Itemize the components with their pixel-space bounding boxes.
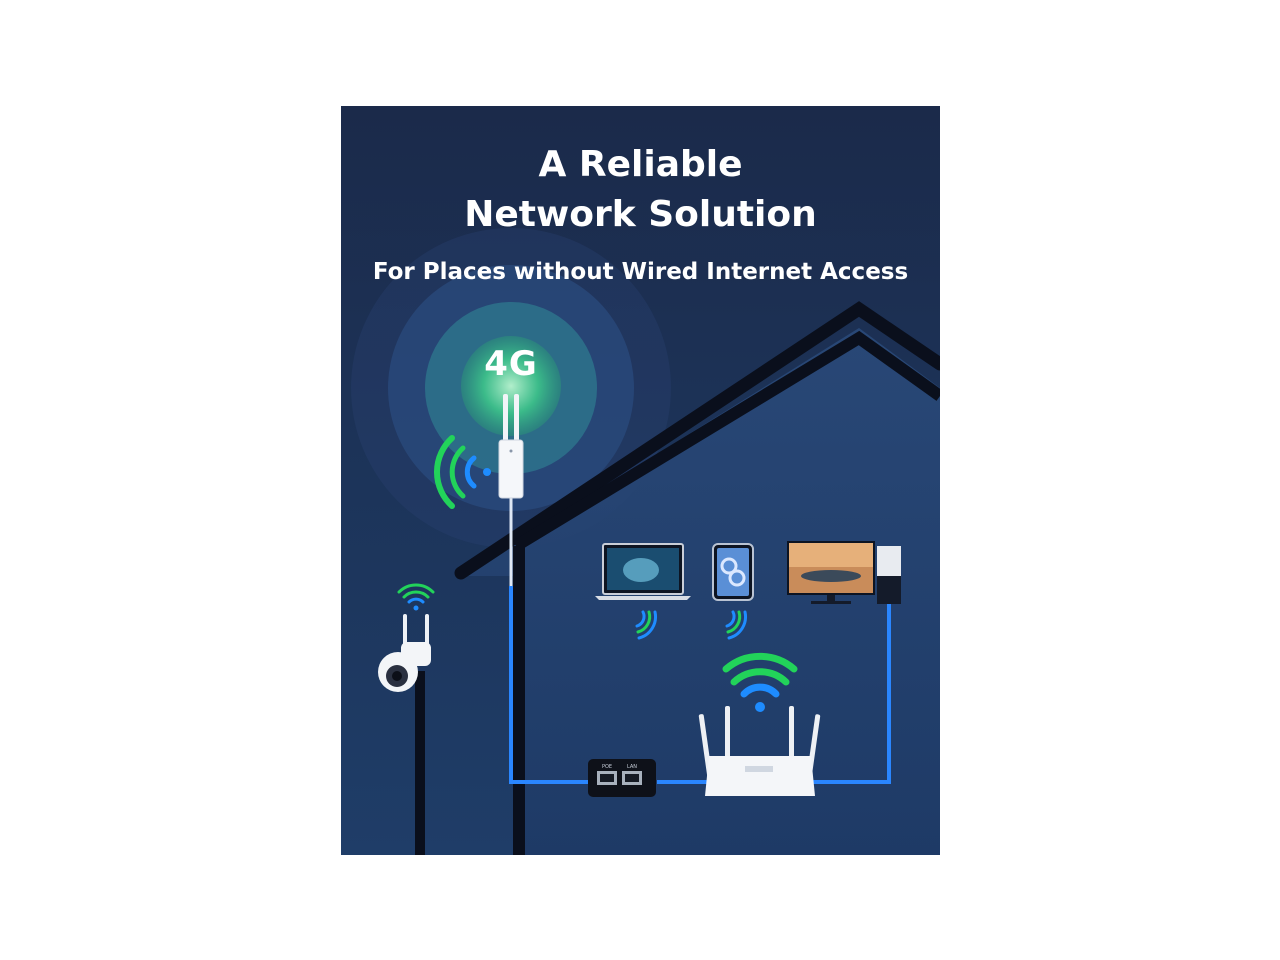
wifi-signal-icon bbox=[433, 435, 491, 509]
badge-4g: 4G bbox=[484, 344, 538, 384]
camera-wifi-icon bbox=[397, 583, 435, 611]
house-body bbox=[461, 328, 940, 855]
desktop-pc-icon bbox=[787, 541, 901, 604]
tablet-icon bbox=[712, 543, 754, 601]
headline-line2: Network Solution bbox=[464, 194, 817, 235]
subtitle: For Places without Wired Internet Access bbox=[372, 259, 909, 285]
headline-line1: A Reliable bbox=[538, 144, 743, 185]
outdoor-4g-router-icon bbox=[498, 394, 524, 499]
cable-blue-left bbox=[509, 586, 591, 784]
halo-core bbox=[461, 336, 561, 436]
poe-port-label: POE bbox=[602, 764, 612, 770]
security-camera-icon bbox=[378, 614, 431, 692]
house-roof-inner bbox=[512, 330, 940, 552]
network-illustration: POE LAN bbox=[351, 228, 940, 855]
poe-injector-icon: POE LAN bbox=[588, 759, 656, 797]
headline: A Reliable Network Solution bbox=[341, 140, 940, 240]
router-wifi-icon bbox=[722, 652, 798, 712]
laptop-icon bbox=[595, 543, 691, 600]
camera-pole bbox=[415, 671, 425, 855]
tablet-wifi-icon bbox=[725, 610, 747, 640]
hero-panel: POE LAN A Reliable Network Solution For … bbox=[341, 106, 940, 855]
cable-router-to-pc bbox=[811, 604, 891, 784]
laptop-wifi-icon bbox=[635, 610, 657, 640]
lan-port-label: LAN bbox=[627, 764, 637, 770]
wifi-router-icon bbox=[698, 706, 821, 796]
house-roof-outer bbox=[454, 301, 940, 580]
